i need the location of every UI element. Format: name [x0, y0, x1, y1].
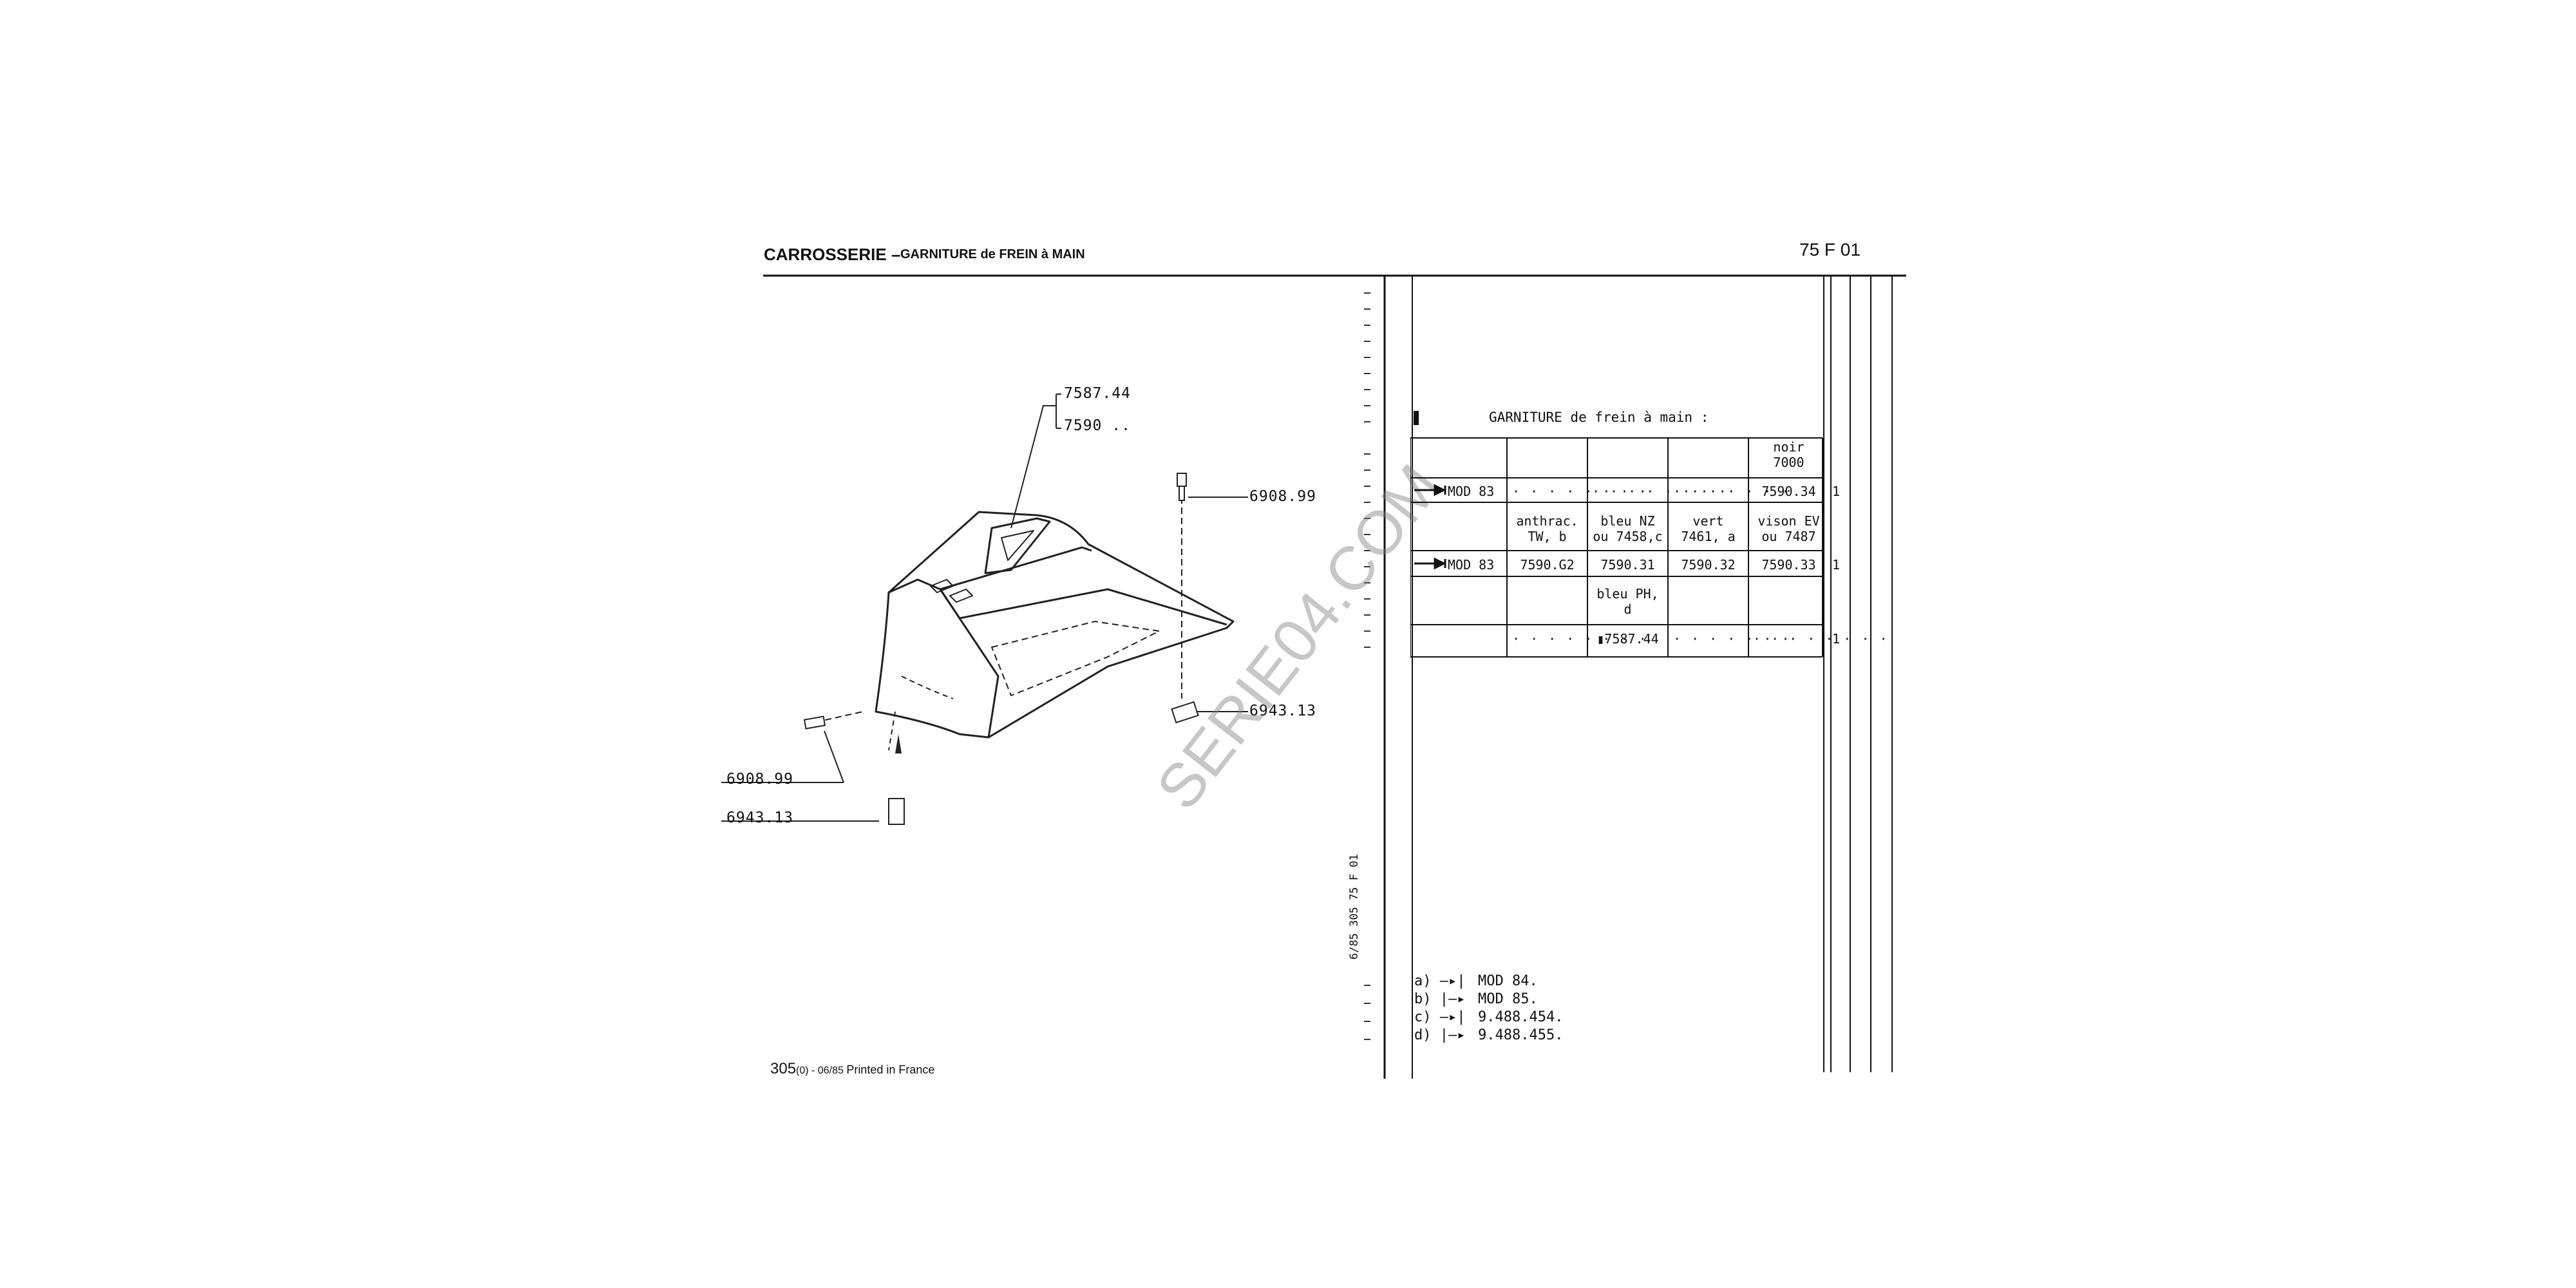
row1-c2: · · · · · · · · — [1512, 484, 1648, 499]
arrow-icon: —▸| — [1439, 973, 1466, 989]
page-reference: 75 F 01 — [1799, 240, 1861, 260]
footnote-d: d) |—▸ 9.488.455. — [1414, 1027, 1563, 1045]
footnote-b: b) |—▸ MOD 85. — [1414, 990, 1538, 1009]
row2-ref: MOD 83 — [1448, 557, 1495, 573]
footer: 305(0) - 06/85 Printed in France — [770, 1060, 934, 1078]
arrow-icon: |—▸ — [1439, 1027, 1466, 1043]
row1-c5: 7590.34 — [1761, 484, 1816, 499]
handbrake-cover-diagram — [721, 393, 1248, 825]
footnote-text: 9.488.454. — [1478, 1009, 1564, 1025]
section-subtitle: GARNITURE de FREIN à MAIN — [900, 247, 1085, 261]
footnote-text: 9.488.455. — [1478, 1027, 1564, 1043]
footer-number: 305 — [770, 1060, 797, 1077]
row3-c2: · · · · · · · · — [1512, 631, 1648, 647]
row1-c4: · · · · · · · — [1673, 484, 1791, 499]
footer-date: (0) - 06/85 — [796, 1065, 844, 1076]
header-vison: vison EV ou 7487 — [1757, 513, 1820, 544]
row2-c2: 7590.G2 — [1520, 557, 1575, 573]
table-marker — [1414, 411, 1419, 425]
row2-c3: 7590.31 — [1600, 557, 1655, 573]
row2-c5: 7590.33 — [1761, 557, 1816, 573]
header-noir-7000: noir 7000 — [1773, 439, 1804, 470]
callout-7590: 7590 .. — [1064, 417, 1131, 434]
row3-c4: · · · · · · · — [1673, 631, 1791, 647]
arrow-icon: —▸| — [1439, 1009, 1466, 1025]
row2-qty: 1 — [1832, 557, 1841, 573]
footnote-key: c) — [1414, 1009, 1432, 1025]
row2-c4: 7590.32 — [1681, 557, 1736, 573]
footnote-c: c) —▸| 9.488.454. — [1414, 1009, 1563, 1027]
footnote-key: a) — [1414, 973, 1432, 989]
header-bleu-ph: bleu PH, d — [1596, 586, 1659, 617]
row3-c5: · · · · · · · · — [1753, 631, 1889, 647]
callout-6943-13-right: 6943.13 — [1249, 703, 1316, 719]
parts-table-grid — [1410, 437, 1823, 658]
footnote-text: MOD 84. — [1478, 973, 1538, 989]
callout-6943-13-left: 6943.13 — [726, 810, 793, 826]
row3-qty: 1 — [1832, 631, 1841, 647]
row1-qty: 1 — [1832, 484, 1841, 499]
callout-6908-99-left: 6908.99 — [726, 771, 793, 788]
callout-7587-44: 7587.44 — [1064, 385, 1131, 402]
footnote-key: d) — [1414, 1027, 1432, 1043]
row1-ref: MOD 83 — [1448, 484, 1495, 499]
callout-6908-99-right: 6908.99 — [1249, 488, 1316, 505]
footnote-a: a) —▸| MOD 84. — [1414, 972, 1538, 990]
header-anthrac: anthrac. TW, b — [1516, 513, 1578, 544]
table-title: GARNITURE de frein à main : — [1489, 410, 1709, 425]
footer-printed: Printed in France — [846, 1063, 935, 1076]
header-bleu-nz: bleu NZ ou 7458,c — [1593, 513, 1663, 544]
arrow-icon: |—▸ — [1439, 991, 1466, 1007]
section-title: CARROSSERIE – — [764, 245, 901, 264]
footnote-key: b) — [1414, 991, 1432, 1007]
footnote-text: MOD 85. — [1478, 991, 1538, 1007]
header-vert: vert 7461, a — [1681, 513, 1736, 544]
side-reference: 6/85 305 75 F 01 — [1348, 854, 1361, 960]
row1-c3: · · · · · · · · — [1592, 484, 1728, 499]
row3-c3: ▮7587.44 — [1596, 631, 1659, 647]
